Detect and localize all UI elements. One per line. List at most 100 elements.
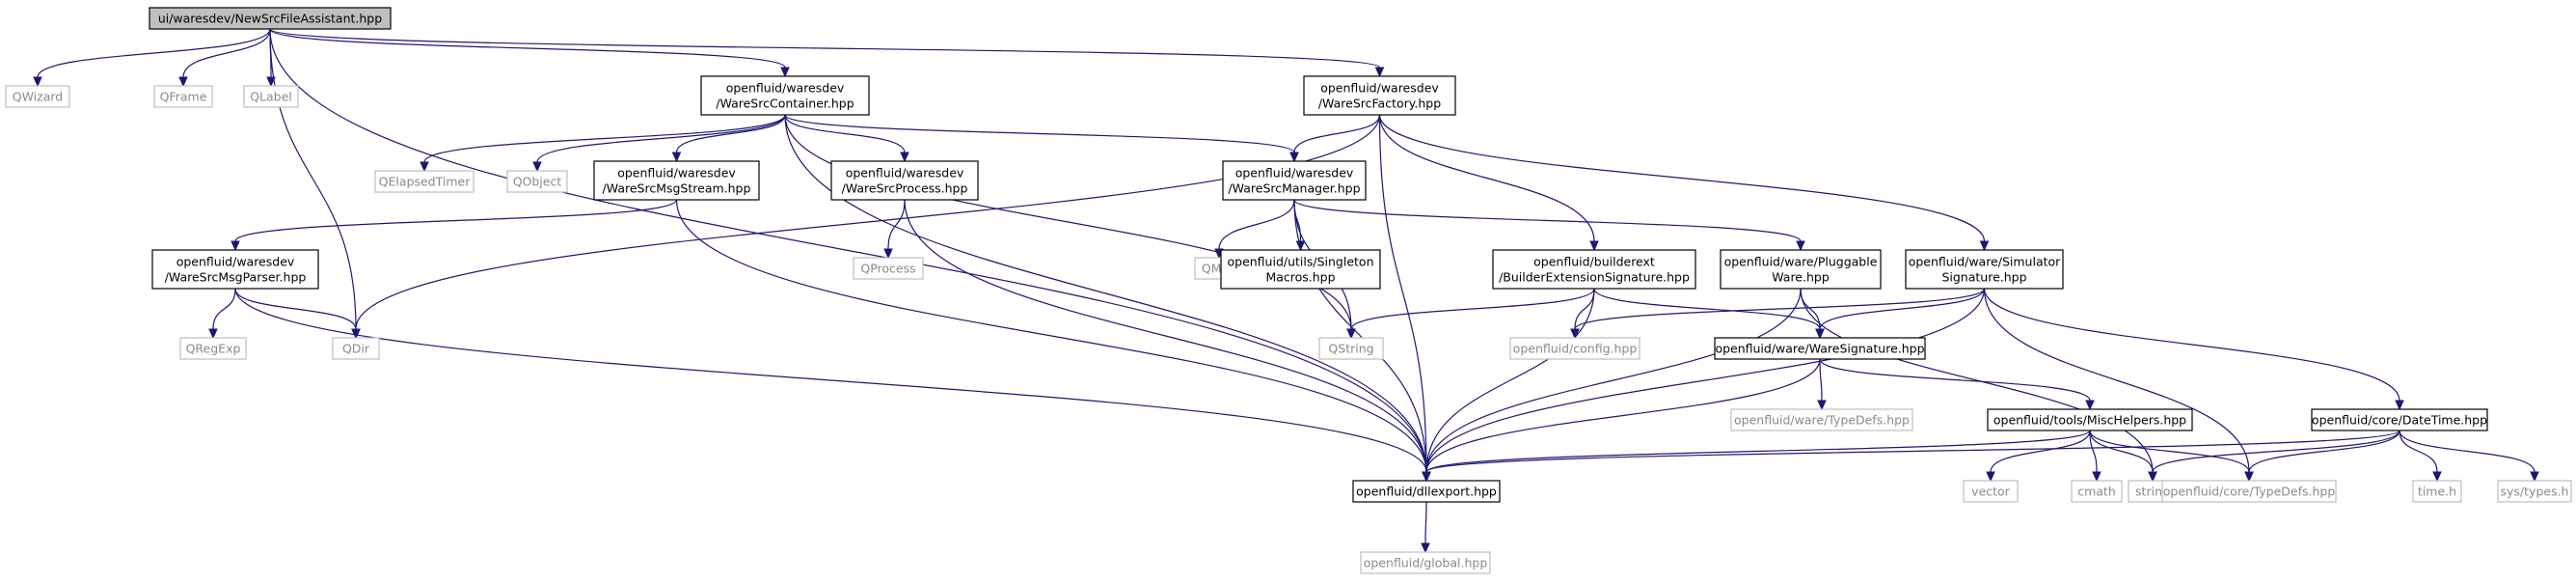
edge-arrowhead-manager-to-pluggable [1796, 240, 1805, 252]
edge-arrowhead-waresig-to-waretypedefs [1817, 400, 1827, 411]
node-box-qprocess [853, 257, 924, 280]
node-label-builderext-1: /BuilderExtensionSignature.hpp [1499, 270, 1690, 285]
node-box-mischelpers [1987, 408, 2193, 431]
node-label-qdir-0: QDir [342, 342, 370, 356]
edge-arrowhead-root-to-qlabel [266, 76, 276, 88]
node-box-systypes [2497, 480, 2572, 503]
edge-pluggable-to-dllexport [1425, 288, 1802, 473]
edge-arrowhead-dllexport-to-global [1421, 542, 1430, 554]
node-label-simsig-1: Signature.hpp [1941, 270, 2026, 285]
edge-factory-to-simsig [1378, 114, 1986, 242]
edge-container-to-qelapsedtimer [423, 114, 786, 163]
edge-arrowhead-container-to-msgstream [671, 152, 682, 163]
node-msgparser[interactable]: openfluid/waresdev/WareSrcMsgParser.hpp [151, 249, 319, 290]
node-box-waretypedefs [1730, 408, 1913, 431]
node-manager[interactable]: openfluid/waresdev/WareSrcManager.hpp [1222, 160, 1367, 201]
edge-dllexport-to-global [1424, 501, 1427, 544]
edge-mischelpers-to-cmath [2089, 430, 2098, 473]
node-qprocess: QProcess [853, 257, 924, 280]
node-qdir: QDir [332, 337, 380, 360]
edge-datetime-to-dllexport [1425, 430, 2400, 473]
edge-container-to-msgstream [675, 114, 786, 153]
node-qwizard: QWizard [5, 85, 70, 108]
edge-arrowhead-datetime-to-coretypedefs [2244, 471, 2254, 483]
node-box-datetime [2311, 408, 2488, 431]
node-label-process-0: openfluid/waresdev [846, 166, 964, 180]
node-box-root [149, 7, 392, 30]
node-label-config-0: openfluid/config.hpp [1513, 342, 1638, 356]
node-label-mischelpers-0: openfluid/tools/MiscHelpers.hpp [1993, 413, 2186, 428]
edge-arrowhead-container-to-qelapsedtimer [420, 161, 429, 173]
node-process[interactable]: openfluid/waresdev/WareSrcProcess.hpp [830, 160, 979, 201]
node-waretypedefs: openfluid/ware/TypeDefs.hpp [1730, 408, 1913, 431]
node-label-waresig-0: openfluid/ware/WareSignature.hpp [1715, 342, 1924, 356]
edge-arrowhead-datetime-to-systypes [2530, 471, 2539, 483]
node-container[interactable]: openfluid/waresdev/WareSrcContainer.hpp [700, 75, 870, 116]
node-vector: vector [1963, 480, 2019, 503]
node-label-qobject-0: QObject [513, 175, 562, 189]
edge-container-to-dllexport [784, 114, 1427, 473]
node-label-msgparser-0: openfluid/waresdev [176, 255, 295, 269]
node-box-qlabel [243, 85, 299, 108]
edge-process-to-dllexport [904, 199, 1427, 473]
edge-container-to-manager [784, 114, 1295, 153]
node-label-coretypedefs-0: openfluid/core/TypeDefs.hpp [2163, 485, 2336, 499]
edge-arrowhead-mischelpers-to-cmath [2092, 471, 2101, 483]
edge-arrowhead-msgparser-to-qdir [351, 328, 361, 340]
node-label-msgstream-0: openfluid/waresdev [617, 166, 736, 180]
node-waresig[interactable]: openfluid/ware/WareSignature.hpp [1714, 337, 1926, 360]
node-box-qdir [332, 337, 380, 360]
node-root[interactable]: ui/waresdev/NewSrcFileAssistant.hpp [149, 7, 392, 30]
edge-simsig-to-waresig [1819, 288, 1986, 330]
edge-arrowhead-factory-to-simsig [1979, 240, 1990, 252]
node-box-pluggable [1720, 249, 1882, 290]
node-label-waretypedefs-0: openfluid/ware/TypeDefs.hpp [1734, 413, 1910, 428]
node-qelapsedtimer: QElapsedTimer [374, 170, 475, 193]
node-box-qwizard [5, 85, 70, 108]
edge-pluggable-to-string [1800, 288, 2154, 473]
node-msgstream[interactable]: openfluid/waresdev/WareSrcMsgStream.hpp [593, 160, 760, 201]
edge-arrowhead-simsig-to-config [1570, 328, 1580, 340]
node-qframe: QFrame [153, 85, 213, 108]
node-label-qframe-0: QFrame [160, 90, 207, 104]
edge-mischelpers-to-vector [1990, 430, 2091, 473]
node-builderext[interactable]: openfluid/builderext/BuilderExtensionSig… [1492, 249, 1696, 290]
edge-arrowhead-mischelpers-to-vector [1986, 471, 1995, 483]
node-label-qlabel-0: QLabel [250, 90, 292, 104]
node-qstring: QString [1318, 337, 1384, 360]
node-factory[interactable]: openfluid/waresdev/WareSrcFactory.hpp [1303, 75, 1456, 116]
edge-msgparser-to-dllexport [234, 288, 1427, 473]
node-label-factory-0: openfluid/waresdev [1320, 81, 1439, 96]
node-label-container-1: /WareSrcContainer.hpp [716, 97, 854, 111]
node-datetime[interactable]: openfluid/core/DateTime.hpp [2311, 408, 2488, 431]
edge-process-to-qprocess [887, 199, 906, 250]
edge-arrowhead-waresig-to-mischelpers [2085, 400, 2095, 411]
node-label-dllexport-0: openfluid/dllexport.hpp [1356, 485, 1497, 499]
node-qobject: QObject [506, 170, 568, 193]
edge-simsig-to-config [1574, 288, 1986, 330]
edge-msgstream-to-msgparser [234, 199, 678, 242]
node-box-simsig [1905, 249, 2064, 290]
node-dllexport[interactable]: openfluid/dllexport.hpp [1352, 480, 1501, 503]
edge-factory-to-qdir [355, 114, 1381, 330]
node-label-manager-1: /WareSrcManager.hpp [1228, 181, 1360, 196]
node-timeh: time.h [2412, 480, 2462, 503]
node-config: openfluid/config.hpp [1509, 337, 1641, 360]
edge-arrowhead-process-to-qprocess [883, 248, 893, 260]
node-box-config [1509, 337, 1641, 360]
node-label-process-1: /WareSrcProcess.hpp [842, 181, 968, 196]
node-label-qelapsedtimer-0: QElapsedTimer [379, 175, 472, 189]
edge-arrowhead-simsig-to-datetime [2395, 400, 2404, 411]
edge-arrowhead-root-to-factory [1374, 67, 1385, 78]
node-box-msgparser [151, 249, 319, 290]
edge-arrowhead-factory-to-manager [1289, 152, 1299, 163]
edge-arrowhead-manager-to-singleton [1295, 240, 1306, 252]
edge-mischelpers-to-string [2089, 430, 2154, 473]
node-label-qprocess-0: QProcess [860, 262, 915, 276]
node-mischelpers[interactable]: openfluid/tools/MiscHelpers.hpp [1987, 408, 2193, 431]
edge-arrowhead-datetime-to-string [2148, 471, 2157, 483]
